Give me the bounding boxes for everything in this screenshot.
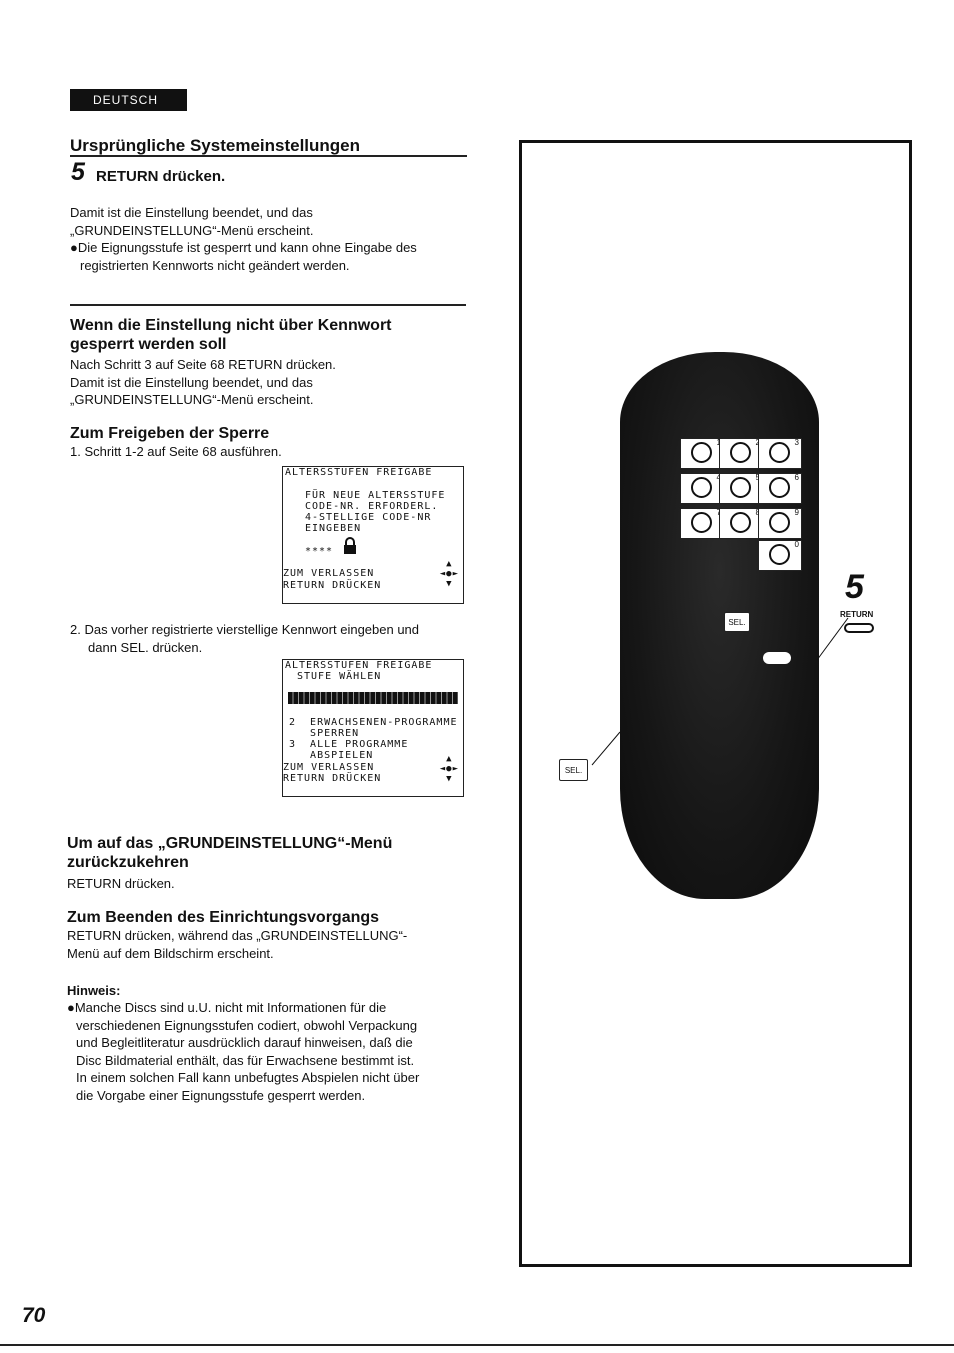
page-number: 70 <box>22 1304 46 1327</box>
return-menu-text: RETURN drücken. <box>67 876 175 891</box>
step-paragraph: Damit ist die Einstellung beendet, und d… <box>70 205 417 273</box>
lock-icon <box>344 537 356 554</box>
language-tag: DEUTSCH <box>70 89 187 111</box>
key-0: 0 <box>758 540 802 571</box>
callout-lines <box>591 617 849 766</box>
numeric-keypad: 1 2 3 4 5 6 7 8 9 0 <box>680 438 821 572</box>
section-heading-return-menu: Um auf das „GRUNDEINSTELLUNG“-Menü zurüc… <box>67 835 393 871</box>
return-button-icon <box>844 623 874 633</box>
bottom-rule <box>0 1344 954 1346</box>
key-9: 9 <box>758 508 802 539</box>
sel-button-callout: SEL. <box>559 759 588 781</box>
note-heading: Hinweis: <box>67 983 121 998</box>
arrow-keys-icon: ▲◄●►▼ <box>439 754 459 784</box>
key-6: 6 <box>758 473 802 504</box>
finish-setup-text: RETURN drücken, während das „GRUNDEINSTE… <box>67 928 408 961</box>
key-3: 3 <box>758 438 802 469</box>
unlock-step-2: 2. Das vorher registrierte vierstellige … <box>70 622 420 655</box>
section-heading-original-settings: Ursprüngliche Systemeinstellungen <box>70 136 361 155</box>
section-heading-no-lock: Wenn die Einstellung nicht über Kennwort… <box>70 317 392 353</box>
key-8: 8 <box>719 508 763 539</box>
sel-button-on-remote: SEL. <box>724 612 750 632</box>
step-number: 5 <box>71 158 85 186</box>
code-entry: **** <box>305 546 334 557</box>
return-callout-label: RETURN <box>840 610 874 619</box>
osd-screen-level-select: ALTERSSTUFEN FREIGABE STUFE WÄHLEN 2 ERW… <box>282 659 464 797</box>
figure-frame <box>519 140 912 1267</box>
key-4: 4 <box>680 473 724 504</box>
section-heading-unlock: Zum Freigeben der Sperre <box>70 425 270 442</box>
arrow-keys-icon: ▲◄●►▼ <box>439 559 459 589</box>
return-button-on-remote <box>763 652 791 664</box>
step-callout-number: 5 <box>845 568 864 606</box>
osd-screen-unlock: ALTERSSTUFEN FREIGABE FÜR NEUE ALTERSSTU… <box>282 466 464 604</box>
key-5: 5 <box>719 473 763 504</box>
key-1: 1 <box>680 438 724 469</box>
heading-rule <box>70 155 467 157</box>
no-lock-text: Nach Schritt 3 auf Seite 68 RETURN drück… <box>70 357 336 407</box>
step-title: RETURN drücken. <box>96 168 226 185</box>
unlock-step-1: 1. Schritt 1-2 auf Seite 68 ausführen. <box>70 444 282 459</box>
osd-title: ALTERSSTUFEN FREIGABE <box>285 660 433 671</box>
key-7: 7 <box>680 508 724 539</box>
osd-title: ALTERSSTUFEN FREIGABE <box>285 467 433 478</box>
section-heading-finish-setup: Zum Beenden des Einrichtungsvorgangs <box>67 909 380 926</box>
section-divider <box>70 304 466 306</box>
key-2: 2 <box>719 438 763 469</box>
highlighted-option <box>288 692 458 704</box>
note-text: ●Manche Discs sind u.U. nicht mit Inform… <box>67 1000 420 1103</box>
